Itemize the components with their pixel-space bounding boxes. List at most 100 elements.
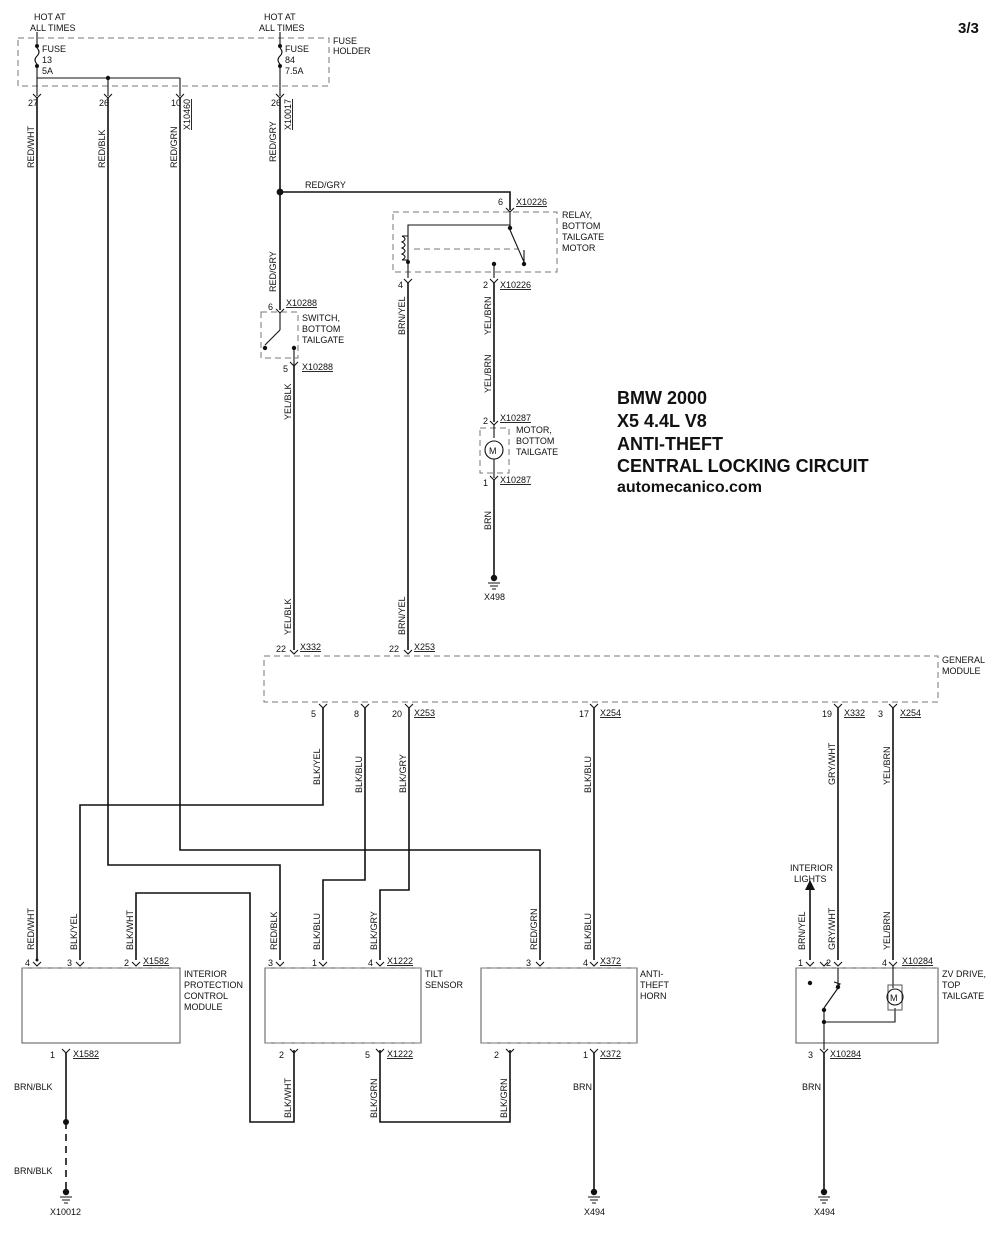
horn-pin-3: 3 [526, 958, 531, 968]
switch-label-c: TAILGATE [302, 335, 344, 345]
zv-pin-2: 2 [826, 958, 831, 968]
ground-x498: X498 [484, 574, 505, 602]
ground-icon [60, 1196, 72, 1204]
connector-x10287-a: X10287 [500, 413, 531, 423]
connector-x1582-b: X1582 [73, 1049, 99, 1059]
ipcm-pin-4: 4 [25, 958, 30, 968]
relay-label-b: BOTTOM [562, 221, 600, 231]
wire-brn-1: BRN [483, 511, 493, 530]
tilt-pin-1: 1 [312, 958, 317, 968]
wire-red-grn-1: RED/GRN [169, 126, 179, 168]
wire-blk-grn-1: BLK/GRN [369, 1078, 379, 1118]
zv-switch-contact-icon [823, 987, 839, 1009]
wire-red-wht-1: RED/WHT [26, 126, 36, 168]
hot-label-1b: ALL TIMES [30, 23, 76, 33]
connector-x332-b: X332 [844, 708, 865, 718]
tilt-label-a: TILT [425, 969, 443, 979]
relay-label-c: TAILGATE [562, 232, 604, 242]
pin-26b: 26 [271, 98, 281, 108]
switch-label-b: BOTTOM [302, 324, 340, 334]
wire-red-wht-2: RED/WHT [26, 908, 36, 950]
relay-label-a: RELAY, [562, 210, 592, 220]
fuse-holder-label-b: HOLDER [333, 46, 371, 56]
fuse-84-label: FUSE [285, 44, 309, 54]
ipcm-pin-3: 3 [67, 958, 72, 968]
ground-x494-b-label: X494 [814, 1207, 835, 1217]
wire-red-gry-3: RED/GRY [268, 251, 278, 292]
ground-icon [588, 1196, 600, 1204]
connector-x1222-b: X1222 [387, 1049, 413, 1059]
wire-blk-yel-1: BLK/YEL [312, 748, 322, 785]
motor-label-c: TAILGATE [516, 447, 558, 457]
ipcm-label-d: MODULE [184, 1002, 223, 1012]
ground-icon [818, 1196, 830, 1204]
pin-6b: 6 [268, 302, 273, 312]
zv-motor-symbol: M [890, 993, 898, 1003]
pin-6a: 6 [498, 197, 503, 207]
fuse-84-rating: 7.5A [285, 66, 304, 76]
connector-x10288-b: X10288 [302, 362, 333, 372]
ground-x498-label: X498 [484, 592, 505, 602]
wire-yel-brn-1: YEL/BRN [483, 296, 493, 335]
page-number: 3/3 [958, 20, 979, 37]
splice-red-gry [276, 188, 284, 196]
wire-brn-3: BRN [802, 1082, 821, 1092]
wire-blk-blu-3: BLK/BLU [312, 913, 322, 950]
zv-motor-icon [886, 988, 904, 1006]
motor-label-b: BOTTOM [516, 436, 554, 446]
motor-label-a: MOTOR, [516, 425, 552, 435]
pin-26a: 26 [99, 98, 109, 108]
wire-brn-blk-2: BRN/BLK [14, 1166, 53, 1176]
horn-pin-1: 1 [583, 1050, 588, 1060]
zv-pin-1: 1 [798, 958, 803, 968]
connector-x10460: X10460 [182, 99, 192, 130]
general-module-label-b: MODULE [942, 666, 981, 676]
arrow-up-icon [805, 880, 815, 890]
ground-icon [488, 582, 500, 590]
fuse-84-number: 84 [285, 55, 295, 65]
pin-19: 19 [822, 709, 832, 719]
zv-label-b: TOP [942, 980, 960, 990]
pin-5a: 5 [283, 364, 288, 374]
horn-pin-2: 2 [494, 1050, 499, 1060]
hot-label-2b: ALL TIMES [259, 23, 305, 33]
pin-8: 8 [354, 709, 359, 719]
wire-yel-brn-4: YEL/BRN [882, 911, 892, 950]
wire-blk-wht-loop [135, 892, 295, 1123]
connector-x1582-a: X1582 [143, 956, 169, 966]
tilt-pin-5: 5 [365, 1050, 370, 1060]
pin-2a: 2 [483, 280, 488, 290]
wire-blk-grn-loop [379, 1050, 511, 1123]
pin-2b: 2 [483, 416, 488, 426]
relay-contact-icon [509, 229, 525, 263]
connector-x10226-b: X10226 [500, 280, 531, 290]
anti-theft-horn: ANTI- THEFT HORN [480, 961, 669, 1054]
wire-gry-wht-2: GRY/WHT [827, 907, 837, 950]
pin-22a: 22 [276, 644, 286, 654]
horn-pin-4: 4 [583, 958, 588, 968]
relay-coil-icon [400, 235, 406, 261]
wire-yel-blk-1: YEL/BLK [283, 383, 293, 420]
tilt-pin-2: 2 [279, 1050, 284, 1060]
zv-pin-4: 4 [882, 958, 887, 968]
connector-x10226-a: X10226 [516, 197, 547, 207]
relay-label-d: MOTOR [562, 243, 596, 253]
motor-bottom-tailgate: M MOTOR, BOTTOM TAILGATE [479, 420, 558, 481]
fuse-13-label: FUSE [42, 44, 66, 54]
interior-lights-label-b: LIGHTS [794, 874, 827, 884]
connector-x253-a: X253 [414, 642, 435, 652]
connector-x10288-a: X10288 [286, 298, 317, 308]
interior-lights-label-a: INTERIOR [790, 863, 834, 873]
fuse-holder-label-a: FUSE [333, 36, 357, 46]
fuse-13-icon [34, 47, 40, 65]
general-module-label-a: GENERAL [942, 655, 985, 665]
tilt-pin-3: 3 [268, 958, 273, 968]
wire-blk-wht-1: BLK/WHT [125, 909, 135, 950]
ipcm-pin-1: 1 [50, 1050, 55, 1060]
ground-x10012: X10012 [50, 1188, 81, 1217]
wire-blk-gry-2: BLK/GRY [369, 911, 379, 950]
wire-yel-brn-2: YEL/BRN [483, 354, 493, 393]
zv-label-c: TAILGATE [942, 991, 984, 1001]
pin-1a: 1 [483, 478, 488, 488]
switch-label-a: SWITCH, [302, 313, 340, 323]
